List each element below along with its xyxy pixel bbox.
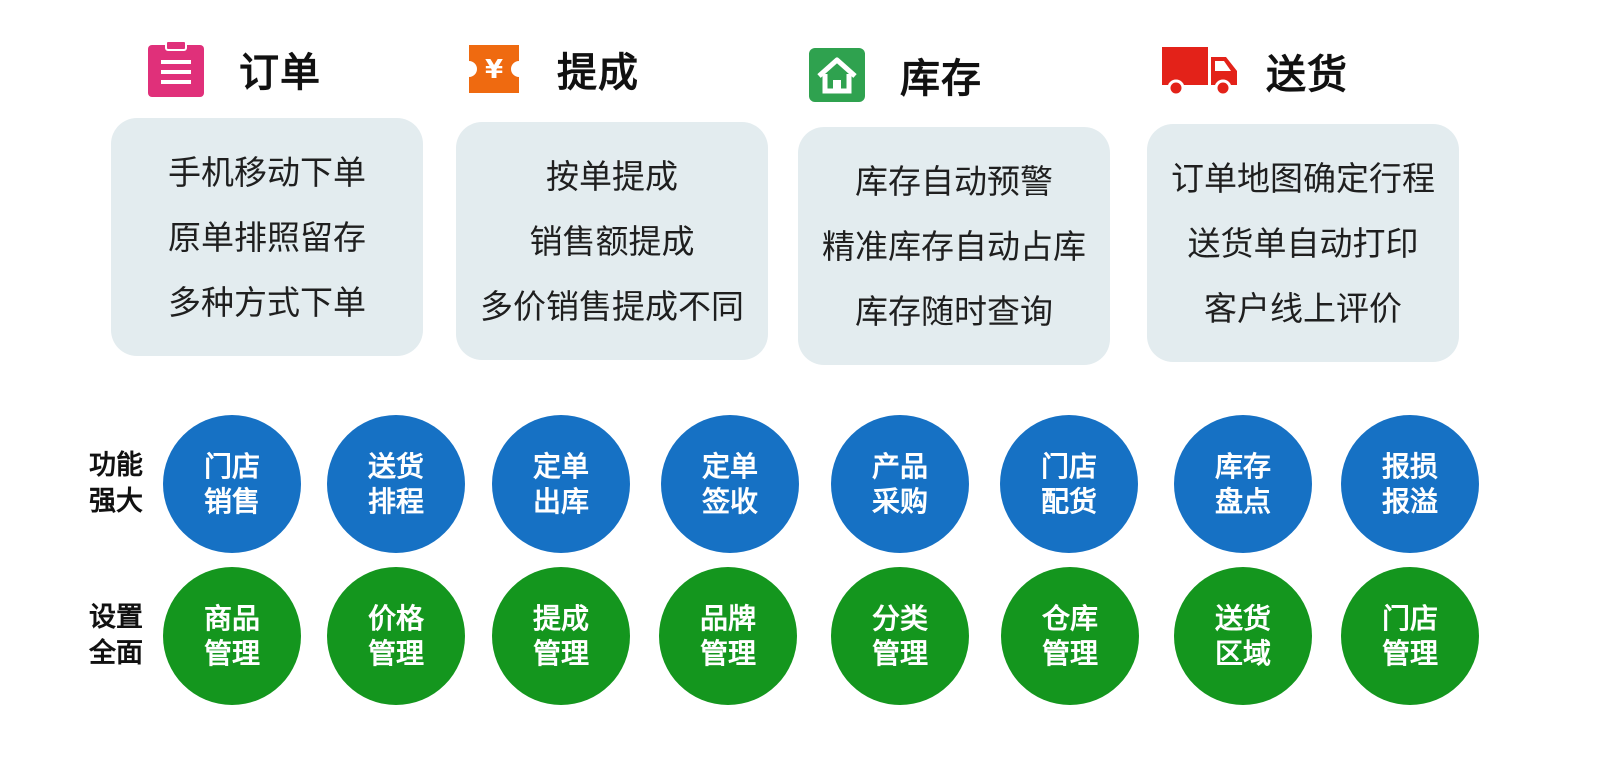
feature-store-sales-button[interactable]: 门店 销售 [163,415,301,553]
circle-line: 管理 [203,637,260,670]
setting-commission-management-button[interactable]: 提成 管理 [492,567,630,705]
feature-order-signoff-button[interactable]: 定单 签收 [661,415,799,553]
section-header-orders: 订单 [147,40,321,98]
features-row-label: 功能 强大 [84,448,148,520]
circle-line: 出库 [532,485,589,518]
circle-line: 报损 [1381,450,1438,483]
card-line: 多价销售提成不同 [480,286,744,326]
home-icon [808,47,866,103]
circle-line: 排程 [367,485,424,518]
card-line: 手机移动下单 [168,152,366,192]
card-line: 客户线上评价 [1204,288,1402,328]
circle-line: 管理 [1381,637,1438,670]
feature-loss-overflow-button[interactable]: 报损 报溢 [1341,415,1479,553]
section-title-delivery: 送货 [1266,52,1348,98]
feature-product-purchase-button[interactable]: 产品 采购 [831,415,969,553]
section-title-inventory: 库存 [900,56,982,102]
card-commission: 按单提成 销售额提成 多价销售提成不同 [456,122,768,360]
circle-line: 配货 [1040,485,1097,518]
setting-delivery-area-button[interactable]: 送货 区域 [1174,567,1312,705]
circle-line: 门店 [203,450,260,483]
section-title-commission: 提成 [557,50,639,96]
setting-store-management-button[interactable]: 门店 管理 [1341,567,1479,705]
circle-line: 管理 [871,637,928,670]
section-title-orders: 订单 [239,50,321,96]
circle-line: 管理 [699,637,756,670]
card-inventory: 库存自动预警 精准库存自动占库 库存随时查询 [798,127,1110,365]
card-line: 送货单自动打印 [1187,223,1419,263]
circle-line: 销售 [203,485,260,518]
card-orders: 手机移动下单 原单排照留存 多种方式下单 [111,118,423,356]
truck-icon [1160,43,1240,99]
label-line: 功能 [89,450,143,481]
circle-line: 报溢 [1381,485,1438,518]
ticket-yen-icon: ¥ [465,41,523,97]
circle-line: 库存 [1214,450,1271,483]
setting-category-management-button[interactable]: 分类 管理 [831,567,969,705]
circle-line: 签收 [701,485,758,518]
circle-line: 门店 [1381,602,1438,635]
circle-line: 采购 [871,485,928,518]
card-line: 销售额提成 [529,221,695,261]
clipboard-icon [147,40,205,97]
circle-line: 定单 [532,450,589,483]
circle-line: 品牌 [699,602,756,635]
setting-product-management-button[interactable]: 商品 管理 [163,567,301,705]
feature-store-distribution-button[interactable]: 门店 配货 [1000,415,1138,553]
card-line: 库存随时查询 [855,291,1053,331]
circle-line: 仓库 [1041,602,1098,635]
section-header-delivery: 送货 [1160,42,1348,100]
settings-row-label: 设置 全面 [84,600,148,672]
section-header-commission: ¥ 提成 [465,40,639,98]
circle-line: 送货 [1214,602,1271,635]
circle-line: 送货 [367,450,424,483]
card-delivery: 订单地图确定行程 送货单自动打印 客户线上评价 [1147,124,1459,362]
feature-stocktake-button[interactable]: 库存 盘点 [1174,415,1312,553]
card-line: 库存自动预警 [855,161,1053,201]
card-line: 多种方式下单 [168,282,366,322]
circle-line: 门店 [1040,450,1097,483]
feature-order-outbound-button[interactable]: 定单 出库 [492,415,630,553]
label-line: 全面 [89,638,143,669]
circle-line: 提成 [532,602,589,635]
circle-line: 管理 [1041,637,1098,670]
setting-warehouse-management-button[interactable]: 仓库 管理 [1001,567,1139,705]
label-line: 设置 [89,602,143,633]
setting-brand-management-button[interactable]: 品牌 管理 [659,567,797,705]
circle-line: 分类 [871,602,928,635]
card-line: 原单排照留存 [168,217,366,257]
circle-line: 管理 [532,637,589,670]
card-line: 按单提成 [546,156,678,196]
circle-line: 管理 [367,637,424,670]
circle-line: 产品 [871,450,928,483]
circle-line: 定单 [701,450,758,483]
setting-price-management-button[interactable]: 价格 管理 [327,567,465,705]
section-header-inventory: 库存 [808,46,982,104]
circle-line: 区域 [1214,637,1271,670]
card-line: 订单地图确定行程 [1171,158,1435,198]
circle-line: 盘点 [1214,485,1271,518]
svg-text:¥: ¥ [485,55,503,85]
label-line: 强大 [89,486,143,517]
feature-delivery-scheduling-button[interactable]: 送货 排程 [327,415,465,553]
circle-line: 价格 [367,602,424,635]
card-line: 精准库存自动占库 [822,226,1086,266]
circle-line: 商品 [203,602,260,635]
